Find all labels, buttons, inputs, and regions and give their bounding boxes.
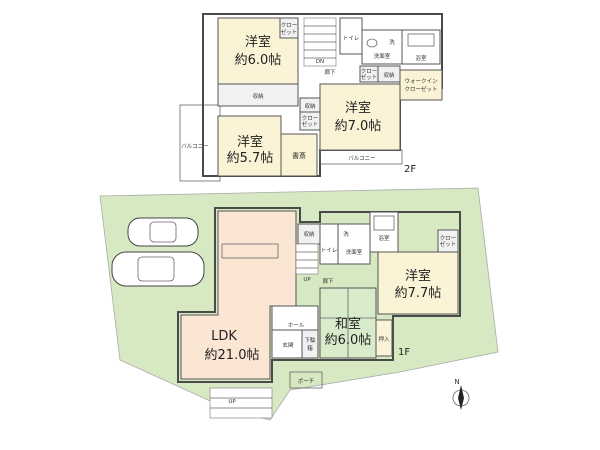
washroom-1f-label: 洗面室 [346, 248, 363, 256]
svg-text:クロー: クロー [302, 115, 319, 122]
svg-text:UP: UP [228, 399, 236, 405]
japanese-room-size: 約6.0帖 [325, 333, 372, 348]
toilet-2f-label: トイレ [343, 36, 360, 42]
floor-2f-label: 2F [404, 164, 416, 175]
bathroom-2f-label: 浴室 [415, 54, 427, 62]
svg-text:クローゼット: クローゼット [404, 85, 437, 93]
washroom-1f [337, 223, 371, 265]
entrance-label: 玄関 [282, 341, 294, 349]
front-steps [209, 387, 273, 419]
north-compass: N [452, 378, 470, 410]
hall-label: ホール [288, 322, 305, 329]
western-room-b-name: 洋室 [345, 100, 371, 116]
western-room-a-name: 洋室 [245, 34, 271, 50]
toilet-1f-label: トイレ [321, 248, 338, 254]
washer-2f-label: 洗 [389, 38, 395, 46]
first-floor-walls [177, 207, 461, 383]
storage-2f-left-label: 収納 [252, 92, 264, 100]
corridor-2f-label: 廊下 [324, 68, 336, 76]
closet-a-label: クロー [281, 22, 298, 29]
svg-text:下駄: 下駄 [304, 336, 316, 344]
bathroom-1f-label: 浴室 [378, 234, 390, 242]
first-floor-site: LDK 約21.0帖 収納 UP トイレ 洗面室 洗 浴室 廊下 クロー ゼット… [99, 187, 499, 421]
western-room-a-size: 約6.0帖 [235, 53, 282, 68]
walkin-closet [399, 69, 443, 101]
bathtub-1f [373, 215, 395, 231]
balcony-bottom-label: バルコニー [348, 155, 375, 162]
corridor-1f-label: 廊下 [322, 277, 334, 285]
bathroom-1f [369, 211, 399, 253]
washer-1f-label: 洗 [343, 230, 349, 238]
oshiire-closet [375, 319, 393, 357]
svg-text:ゼット: ゼット [281, 28, 298, 36]
toilet-1f [319, 223, 339, 265]
car-top [127, 217, 199, 247]
compass-label: N [454, 378, 459, 386]
western-room-b-size: 約7.0帖 [335, 119, 382, 134]
staircase-1f [295, 243, 319, 275]
western-1f-name: 洋室 [405, 268, 431, 284]
svg-text:ゼット: ゼット [302, 120, 319, 128]
japanese-room-name: 和室 [335, 316, 361, 332]
car-bottom [111, 251, 205, 287]
study-room-label: 書斎 [292, 151, 306, 160]
svg-text:ゼット: ゼット [440, 240, 457, 248]
oshiire-label: 押入 [378, 335, 390, 343]
svg-text:箱: 箱 [307, 344, 313, 352]
balcony-bottom [319, 149, 403, 165]
balcony-left-label: バルコニー [181, 143, 208, 150]
svg-text:ゼット: ゼット [361, 73, 378, 81]
study-room [280, 133, 318, 177]
washroom-2f-label: 洗面室 [374, 52, 391, 60]
svg-text:収納: 収納 [303, 230, 315, 238]
shoe-box [301, 329, 319, 359]
svg-text:クロー: クロー [361, 68, 378, 75]
ldk-room [180, 210, 297, 380]
second-floor: バルコニー 洋室 約6.0帖 クロー ゼット 収納 洋室 約5.7帖 書斎 DN… [179, 13, 443, 182]
sink-2f [366, 38, 378, 48]
ldk-name: LDK [211, 329, 237, 344]
western-room-c [217, 115, 282, 177]
closet-1f [437, 229, 459, 253]
svg-text:収納: 収納 [304, 102, 316, 110]
western-room-c-size: 約5.7帖 [227, 151, 274, 166]
western-room-b [319, 83, 401, 151]
stairs-up-label: UP [303, 277, 311, 283]
ldk-size: 約21.0帖 [205, 348, 260, 363]
closet-2f-b [299, 111, 321, 131]
western-1f-size: 約7.7帖 [395, 286, 442, 301]
washroom-2f [361, 29, 403, 65]
porch [289, 371, 323, 389]
stairs-dn-label: DN [316, 59, 324, 65]
western-room-c-name: 洋室 [237, 134, 263, 150]
svg-text:収納: 収納 [383, 71, 395, 79]
bathtub-2f [407, 33, 435, 47]
walkin-closet-label: ウォークイン [404, 77, 438, 85]
porch-label: ポーチ [298, 378, 315, 385]
entrance [271, 329, 303, 359]
western-room-1f [377, 251, 459, 315]
closet-a [279, 17, 299, 39]
svg-text:クロー: クロー [440, 235, 457, 242]
balcony-left [179, 104, 221, 182]
storage-2f-left [217, 83, 299, 107]
floor-1f-label: 1F [398, 347, 410, 358]
kitchen-counter [221, 243, 279, 259]
